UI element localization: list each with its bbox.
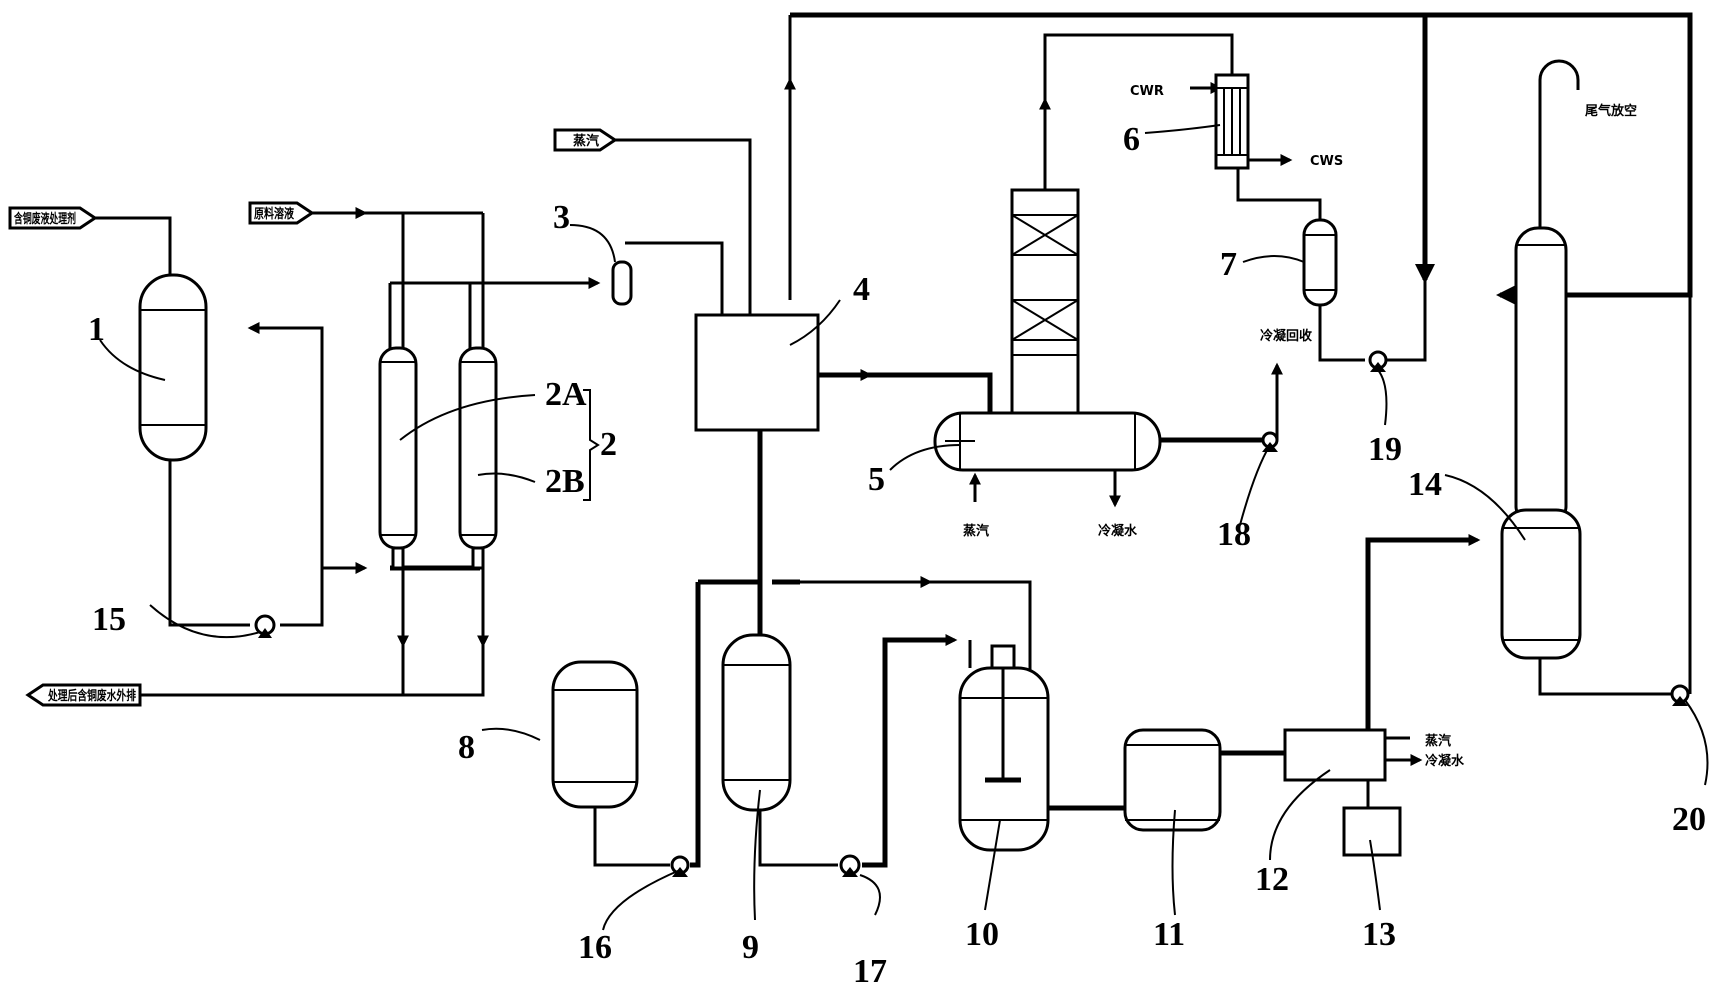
reactor-10 bbox=[958, 644, 1050, 852]
receiver-7 bbox=[1302, 218, 1338, 307]
column-2b bbox=[458, 346, 498, 570]
condenser-6 bbox=[1214, 73, 1250, 170]
pump-17 bbox=[839, 854, 861, 877]
pump-16 bbox=[670, 855, 690, 877]
column-2a bbox=[378, 346, 418, 570]
bracket-2 bbox=[583, 389, 600, 501]
pump-19 bbox=[1368, 350, 1388, 372]
label-18: 18 bbox=[1217, 516, 1251, 553]
equipment-numbers: 1 2A 2B 2 3 4 5 6 7 8 9 10 11 12 13 14 1… bbox=[88, 121, 1706, 990]
label-6: 6 bbox=[1123, 121, 1140, 158]
svg-text:处理后含铜废水外排: 处理后含铜废水外排 bbox=[47, 688, 136, 704]
label-7: 7 bbox=[1220, 246, 1237, 283]
vessel-1 bbox=[138, 273, 208, 462]
pump-15 bbox=[254, 614, 276, 638]
label-5: 5 bbox=[868, 461, 885, 498]
pump-18 bbox=[1261, 431, 1279, 452]
cwr-label: CWR bbox=[1130, 84, 1164, 99]
inlet-tag-raw: 原料溶液 bbox=[248, 201, 315, 225]
inlet-tag-steam: 蒸汽 bbox=[553, 128, 618, 152]
tank-8 bbox=[551, 660, 639, 809]
label-10: 10 bbox=[965, 916, 999, 953]
label-9: 9 bbox=[742, 929, 759, 966]
label-17: 17 bbox=[853, 953, 887, 990]
label-11: 11 bbox=[1153, 916, 1185, 953]
absorption-tower-14 bbox=[1500, 226, 1582, 660]
vent-label: 尾气放空 bbox=[1585, 103, 1637, 119]
vessel-9 bbox=[721, 633, 792, 812]
steam-in-5-label: 蒸汽 bbox=[963, 523, 989, 539]
pipelines bbox=[95, 12, 1693, 868]
inlet-tag-left: 含铜废液处理剂 bbox=[8, 206, 98, 230]
cws-label: CWS bbox=[1310, 154, 1343, 169]
label-15: 15 bbox=[92, 601, 126, 638]
label-20: 20 bbox=[1672, 801, 1706, 838]
tank-4 bbox=[694, 313, 820, 432]
label-2b: 2B bbox=[545, 463, 585, 500]
crystallizer-11 bbox=[1123, 728, 1222, 832]
label-16: 16 bbox=[578, 929, 612, 966]
svg-text:原料溶液: 原料溶液 bbox=[254, 206, 294, 222]
label-1: 1 bbox=[88, 311, 105, 348]
label-2: 2 bbox=[600, 426, 617, 463]
vessel-3 bbox=[611, 260, 633, 306]
svg-text:含铜废液处理剂: 含铜废液处理剂 bbox=[13, 211, 76, 227]
label-3: 3 bbox=[553, 199, 570, 236]
label-8: 8 bbox=[458, 729, 475, 766]
cond-out-5-label: 冷凝水 bbox=[1098, 523, 1138, 539]
label-2a: 2A bbox=[545, 376, 587, 413]
pump18-out-label: 冷凝回收 bbox=[1260, 328, 1313, 344]
outlet-tag-bottom-left: 处理后含铜废水外排 bbox=[25, 683, 142, 707]
evaporator-5 bbox=[933, 188, 1162, 472]
label-19: 19 bbox=[1368, 431, 1402, 468]
label-13: 13 bbox=[1362, 916, 1396, 953]
cond-out-12-label: 冷凝水 bbox=[1425, 753, 1465, 769]
label-14: 14 bbox=[1408, 466, 1442, 503]
leader-lines bbox=[99, 124, 1709, 931]
pump-20 bbox=[1670, 684, 1690, 706]
label-4: 4 bbox=[853, 271, 870, 308]
label-12: 12 bbox=[1255, 861, 1289, 898]
steam-in-12-label: 蒸汽 bbox=[1425, 733, 1451, 749]
dryer-12 bbox=[1283, 728, 1387, 782]
svg-text:蒸汽: 蒸汽 bbox=[573, 133, 599, 149]
